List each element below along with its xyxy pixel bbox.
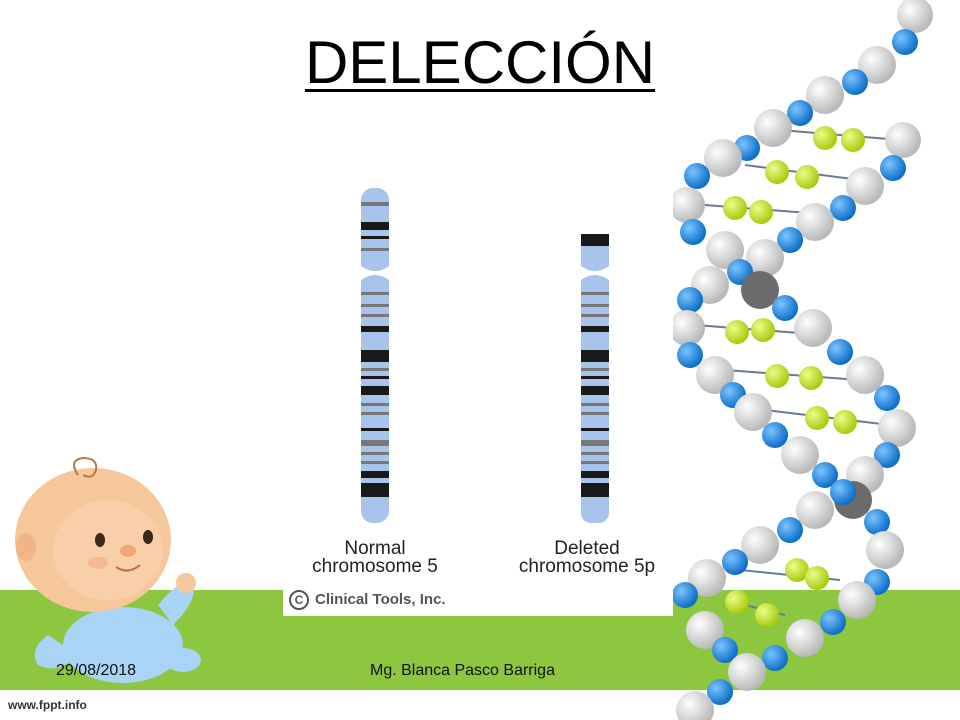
footer-site-url: www.fppt.info [8, 698, 87, 712]
deleted-label-line-2: chromosome 5p [518, 556, 656, 577]
normal-label-line-2: chromosome 5 [312, 556, 438, 577]
slide-title-text: DELECCIÓN [304, 29, 656, 96]
chromosome-figure: Normal chromosome 5 Deleted chromosome 5… [283, 178, 673, 616]
deleted-label-line-1: Deleted [554, 538, 620, 559]
normal-chromosome-5 [361, 188, 389, 523]
dna-helix-illustration [669, 0, 933, 720]
footer-date: 29/08/2018 [56, 662, 137, 679]
deleted-chromosome-5p [581, 234, 609, 523]
copyright-notice: C Clinical Tools, Inc. [289, 590, 446, 610]
normal-label-line-1: Normal [344, 538, 406, 559]
copyright-text: Clinical Tools, Inc. [315, 590, 446, 608]
chromosome-diagram [361, 188, 609, 523]
footer-author: Mg. Blanca Pasco Barriga [370, 662, 555, 679]
copyright-icon: C [289, 590, 309, 610]
deleted-chromosome-label: Deleted chromosome 5p [499, 538, 675, 577]
slide-title: DELECCIÓN [0, 28, 960, 97]
normal-chromosome-label: Normal chromosome 5 [283, 538, 467, 577]
baby-illustration [15, 456, 201, 683]
